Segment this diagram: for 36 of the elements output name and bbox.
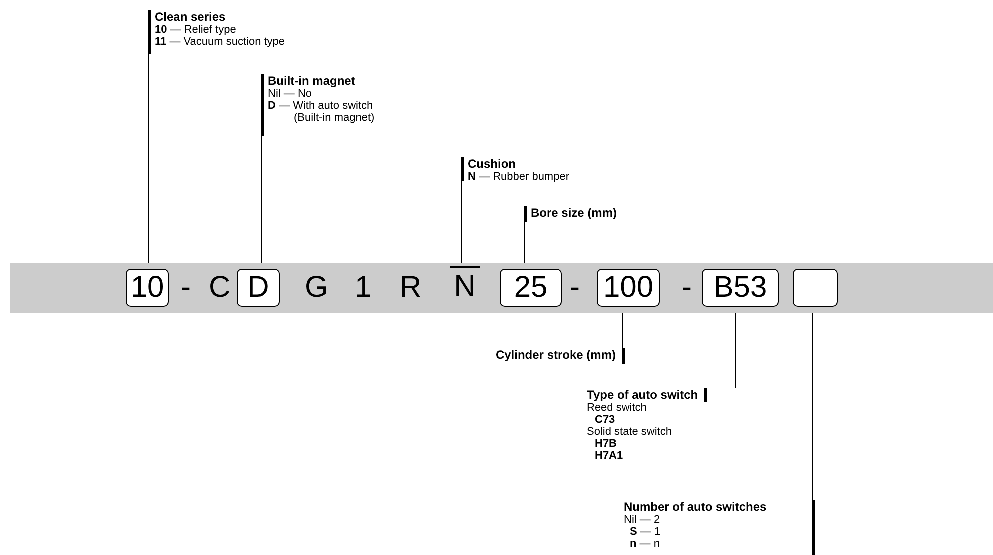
- code-character: R: [400, 270, 422, 306]
- code-field: D: [237, 269, 280, 307]
- option-text: Reed switch: [587, 402, 648, 414]
- code-field: B53: [702, 269, 779, 307]
- code-character: -: [570, 270, 580, 306]
- option-text: 10 — Relief type: [154, 24, 238, 36]
- callout-heading: Bore size (mm): [530, 206, 618, 220]
- code-field: 10: [126, 269, 169, 307]
- callout-heading: Type of auto switch: [587, 388, 708, 402]
- option-text: Solid state switch: [587, 426, 673, 438]
- option-text: Nil — 2: [624, 514, 662, 526]
- callout-heading: Number of auto switches: [624, 500, 768, 514]
- option-text: H7A1: [594, 450, 624, 462]
- code-character: C: [209, 270, 231, 306]
- callout-heading: Clean series: [154, 10, 227, 24]
- option-text: Nil — No: [267, 88, 314, 100]
- option-callout: [624, 500, 815, 555]
- code-field: 100: [597, 269, 660, 307]
- callout-heading: Cylinder stroke (mm): [494, 348, 617, 362]
- option-text: H7B: [594, 438, 618, 450]
- code-character: -: [682, 270, 692, 306]
- callout-heading: Built-in magnet: [267, 74, 356, 88]
- callout-heading: Cushion: [467, 157, 517, 171]
- empty-code-field: [793, 269, 838, 307]
- overlined-code-letter: N: [450, 266, 480, 307]
- option-text: n — n: [629, 538, 661, 550]
- option-text: D — With auto switch (Built-in magnet): [267, 100, 376, 124]
- option-text: S — 1: [629, 526, 662, 538]
- code-character: 1: [355, 270, 372, 306]
- code-band: [10, 263, 993, 313]
- code-character: -: [181, 270, 191, 306]
- option-text: C73: [594, 414, 616, 426]
- option-text: N — Rubber bumper: [467, 171, 570, 183]
- option-text: 11 — Vacuum suction type: [154, 36, 286, 48]
- code-character: G: [305, 270, 328, 306]
- code-field: 25: [500, 269, 562, 307]
